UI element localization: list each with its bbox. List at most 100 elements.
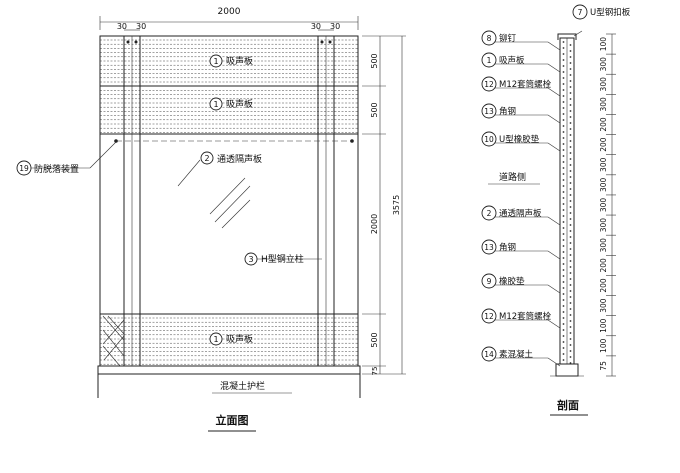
section-dot [569,164,572,166]
section-dot [562,317,565,319]
section-dot [562,41,565,43]
svg-text:H型钢立柱: H型钢立柱 [261,253,304,265]
section-dim-label: 200 [599,258,608,273]
svg-text:10: 10 [484,135,494,144]
section-dot [569,224,572,226]
section-dot [562,335,565,337]
svg-text:14: 14 [484,350,494,359]
upper-panel-frame [99,35,359,135]
section-dot [569,302,572,304]
section-callout: 13 角钢 [481,103,561,124]
svg-text:2: 2 [204,154,209,163]
svg-text:19: 19 [19,164,29,173]
section-dot [569,266,572,268]
section-dim-label: 75 [599,361,608,371]
section-dot [562,227,565,229]
section-dot [569,212,572,214]
section-dot [569,206,572,208]
section-dot [562,155,565,157]
base-hatch [102,315,125,367]
callout-absorb-1: 1 吸声板 [209,54,253,68]
section-dot [569,272,572,274]
svg-text:12: 12 [484,80,494,89]
section-dot [562,275,565,277]
section-dot [569,236,572,238]
concrete-base [97,365,361,375]
section-dim-label: 300 [599,298,608,313]
svg-text:通透隔声板: 通透隔声板 [499,208,542,219]
section-dim-label: 100 [599,318,608,333]
dim-500-c: 500 [370,332,379,347]
svg-text:吸声板: 吸声板 [226,55,253,67]
section-dim-label: 300 [599,198,608,213]
section-dot [569,362,572,364]
section-dot [569,86,572,88]
section-dot [569,260,572,262]
svg-text:吸声板: 吸声板 [226,98,253,110]
section-dot [562,245,565,247]
section-dot [569,230,572,232]
u-cap [557,33,577,40]
dim-500-a: 500 [370,53,379,68]
section-view: 1003003003002002003003003003003002002003… [481,4,631,416]
svg-text:7: 7 [578,8,583,17]
section-dot [569,182,572,184]
svg-text:1: 1 [213,57,218,66]
svg-text:1: 1 [487,56,492,65]
section-dot [562,299,565,301]
section-dim-label: 200 [599,137,608,152]
section-dot [562,323,565,325]
section-dim-label: 100 [599,338,608,353]
section-dot [569,110,572,112]
section-dot [569,242,572,244]
svg-text:M12套筒螺栓: M12套筒螺栓 [499,311,552,322]
svg-text:13: 13 [484,107,494,116]
section-dot [562,161,565,163]
post-width-left-b: 30 [136,22,146,31]
section-dot [569,116,572,118]
section-dot [562,65,565,67]
section-dot [569,326,572,328]
section-dot [562,119,565,121]
section-dot [569,68,572,70]
section-dot [569,290,572,292]
section-dot [569,254,572,256]
section-dim-label: 300 [599,157,608,172]
callout-hpost: 3 H型钢立柱 [244,252,322,266]
section-dot [569,314,572,316]
svg-text:9: 9 [487,277,492,286]
section-dot [569,80,572,82]
post-width-right-a: 30 [311,22,321,31]
section-dot [562,191,565,193]
section-dot [569,158,572,160]
section-dot [569,44,572,46]
section-dim-label: 300 [599,238,608,253]
svg-text:角钢: 角钢 [499,106,516,117]
elevation-view: 2000 30 30 30 30 [16,7,406,432]
section-dot [562,113,565,115]
svg-text:3: 3 [248,255,253,264]
section-dot [569,308,572,310]
post-width-left-a: 30 [117,22,127,31]
dim-2000: 2000 [370,214,379,234]
section-dot [569,338,572,340]
section-dot [562,179,565,181]
section-dot [562,257,565,259]
section-dot [569,296,572,298]
svg-text:防脱落装置: 防脱落装置 [34,163,79,175]
section-title: 剖面 [557,398,579,412]
section-dot [562,305,565,307]
width-dim-label: 2000 [218,7,241,17]
section-dot [562,359,565,361]
section-dot [562,53,565,55]
section-dot [562,173,565,175]
dim-3575: 3575 [392,195,401,215]
section-dot [562,59,565,61]
section-dot [569,56,572,58]
